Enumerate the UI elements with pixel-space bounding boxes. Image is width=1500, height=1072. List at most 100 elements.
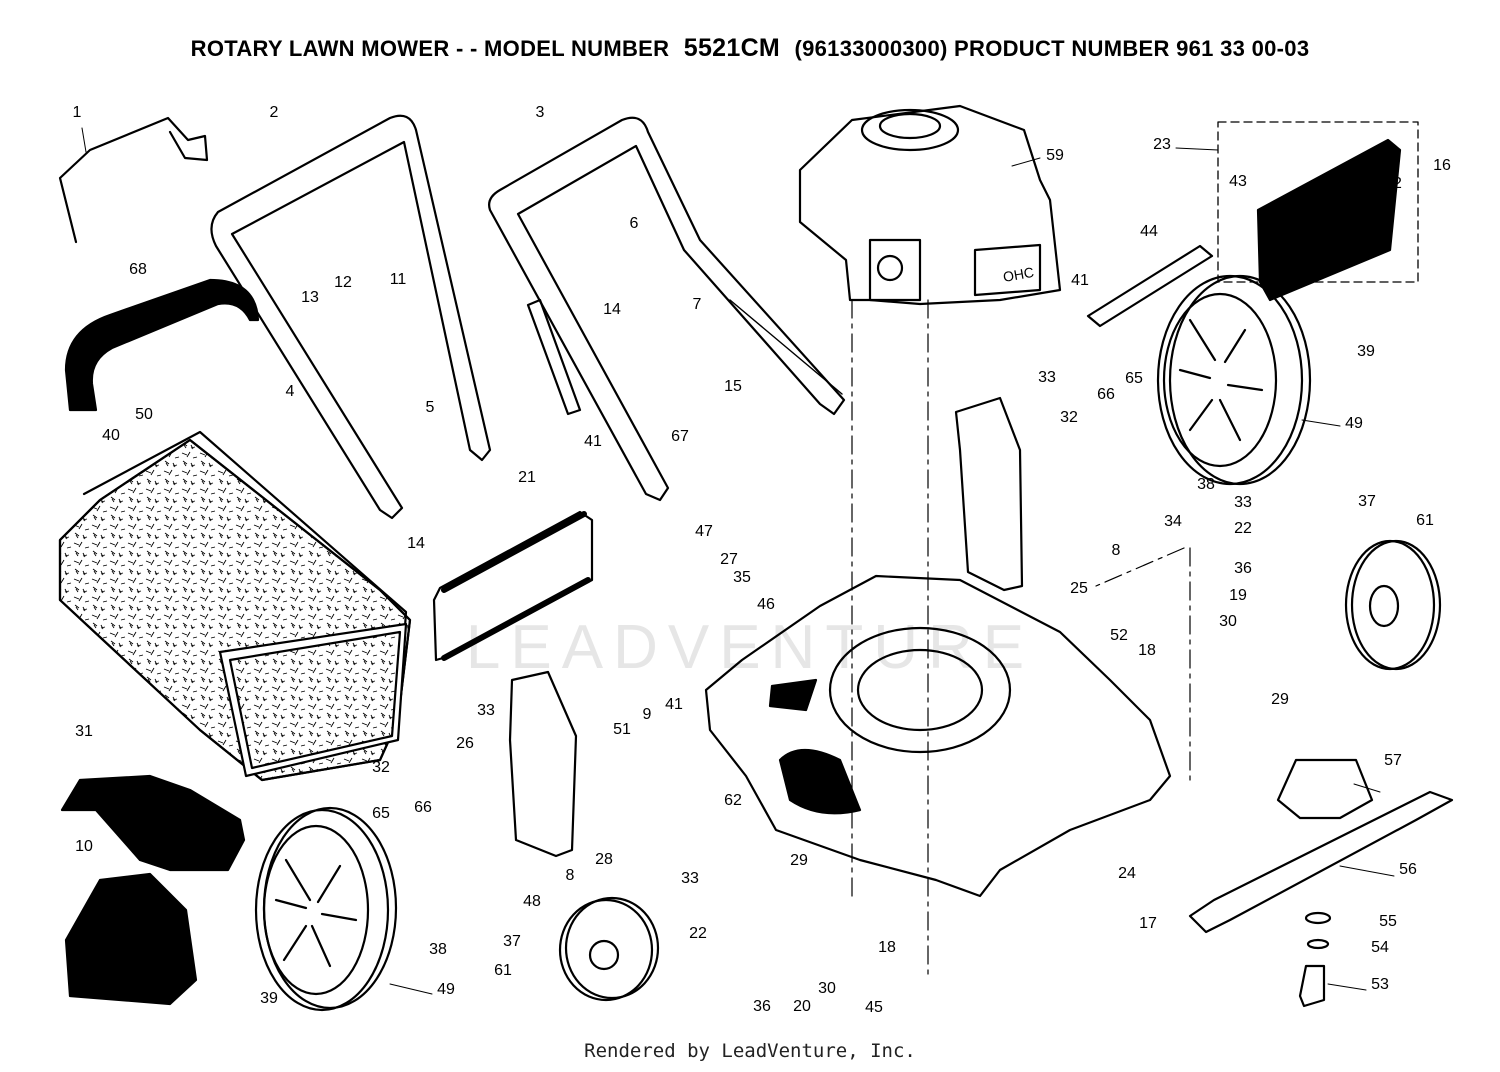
callout-c40: 40 (102, 427, 120, 444)
callout-c38b: 38 (429, 941, 447, 958)
callout-c22b: 22 (689, 925, 707, 942)
part-front-wheel-right (1344, 539, 1442, 671)
part-lower-handle (488, 116, 846, 502)
callout-c45: 45 (865, 999, 883, 1016)
callout-c20: 20 (793, 998, 811, 1015)
watermark-text: LEADVENTURE (466, 613, 1034, 682)
callout-c38a: 38 (1197, 476, 1215, 493)
callout-c57: 57 (1384, 752, 1402, 769)
callout-c29a: 29 (1271, 691, 1289, 708)
callout-c67: 67 (671, 428, 689, 445)
callout-c61a: 61 (1416, 512, 1434, 529)
callout-c35: 35 (733, 569, 751, 586)
callout-c61b: 61 (494, 962, 512, 979)
callout-c47: 47 (695, 523, 713, 540)
callout-c18a: 18 (1138, 642, 1156, 659)
callout-c14a: 14 (603, 301, 621, 318)
callout-c21: 21 (518, 469, 536, 486)
callout-c43: 43 (1229, 173, 1247, 190)
part-grass-bag (58, 430, 412, 782)
callout-c30a: 30 (1219, 613, 1237, 630)
callout-c11: 11 (390, 271, 407, 288)
callout-c7: 7 (693, 296, 702, 313)
callout-c51: 51 (613, 721, 631, 738)
callout-c41b: 41 (584, 433, 602, 450)
engine-label: OHC (1002, 264, 1035, 285)
callout-c10: 10 (75, 838, 93, 855)
part-rear-wheel-right (1156, 274, 1312, 486)
callout-c49a: 49 (1345, 415, 1363, 432)
callout-c8a: 8 (1112, 542, 1121, 559)
callout-c3: 3 (536, 104, 545, 121)
callout-c55: 55 (1379, 913, 1397, 930)
part-discharge-cover (64, 872, 198, 1006)
callout-c26: 26 (456, 735, 474, 752)
callout-c24: 24 (1118, 865, 1136, 882)
callout-c53: 53 (1371, 976, 1389, 993)
part-engine (798, 104, 1062, 306)
callout-c41c: 41 (665, 696, 683, 713)
callout-c65a: 65 (1125, 370, 1143, 387)
part-height-adjuster-right (954, 396, 1024, 592)
part-rear-roller (432, 510, 594, 662)
callout-c6: 6 (630, 215, 639, 232)
title-prefix: ROTARY LAWN MOWER - - MODEL NUMBER (190, 36, 670, 61)
part-blade-adapter (1276, 758, 1374, 820)
callout-c32b: 32 (372, 759, 390, 776)
callout-c49b: 49 (437, 981, 455, 998)
callout-c23: 23 (1153, 136, 1171, 153)
footer-credit: Rendered by LeadVenture, Inc. (584, 1040, 916, 1062)
part-discharge-chute (60, 774, 246, 872)
callout-c32a: 32 (1060, 409, 1078, 426)
callout-c8b: 8 (566, 867, 575, 884)
callout-c18b: 18 (878, 939, 896, 956)
callout-c4: 4 (286, 383, 295, 400)
callout-c2: 2 (270, 104, 279, 121)
callout-c50: 50 (135, 406, 153, 423)
callout-c27: 27 (720, 551, 738, 568)
callout-c12: 12 (334, 274, 352, 291)
callout-c28: 28 (595, 851, 613, 868)
callout-c62: 62 (724, 792, 742, 809)
callout-c36a: 36 (1234, 560, 1252, 577)
callout-c48: 48 (523, 893, 541, 910)
part-front-wheel-left (558, 896, 660, 1002)
part-blade-bolt (1298, 911, 1332, 1008)
callout-c33a: 33 (1038, 369, 1056, 386)
callout-c66a: 66 (1097, 386, 1115, 403)
callout-c15: 15 (724, 378, 742, 395)
callout-c52: 52 (1110, 627, 1128, 644)
part-height-adjuster-left (508, 670, 578, 858)
callout-c41a: 41 (1071, 272, 1089, 289)
part-rear-flap (1217, 121, 1419, 302)
callout-c34: 34 (1164, 513, 1182, 530)
part-bail-rod (58, 116, 209, 244)
part-mower-deck (704, 574, 1172, 898)
model-number: 5521CM (683, 34, 781, 62)
callout-c22a: 22 (1234, 520, 1252, 537)
callout-c33b: 33 (1234, 494, 1252, 511)
callout-c37a: 37 (1358, 493, 1376, 510)
callout-c1: 1 (73, 104, 82, 121)
callout-c65b: 65 (372, 805, 390, 822)
callout-c25: 25 (1070, 580, 1088, 597)
callout-c39a: 39 (1357, 343, 1375, 360)
callout-c42: 42 (1384, 175, 1402, 192)
callout-c5: 5 (426, 399, 435, 416)
callout-c17: 17 (1139, 915, 1157, 932)
part-rear-wheel-left (254, 806, 398, 1012)
callout-c66b: 66 (414, 799, 432, 816)
part-blade (1188, 790, 1454, 934)
callout-c30b: 30 (818, 980, 836, 997)
callout-c31: 31 (75, 723, 93, 740)
part-upper-handle (210, 114, 492, 520)
callout-c29b: 29 (790, 852, 808, 869)
callout-c33d: 33 (681, 870, 699, 887)
callout-c13: 13 (301, 289, 319, 306)
callout-c46: 46 (757, 596, 775, 613)
callout-c59: 59 (1046, 147, 1064, 164)
callout-c56: 56 (1399, 861, 1417, 878)
part-rear-axle-rod (1086, 244, 1214, 328)
callout-c9: 9 (643, 706, 652, 723)
callout-c19: 19 (1229, 587, 1247, 604)
